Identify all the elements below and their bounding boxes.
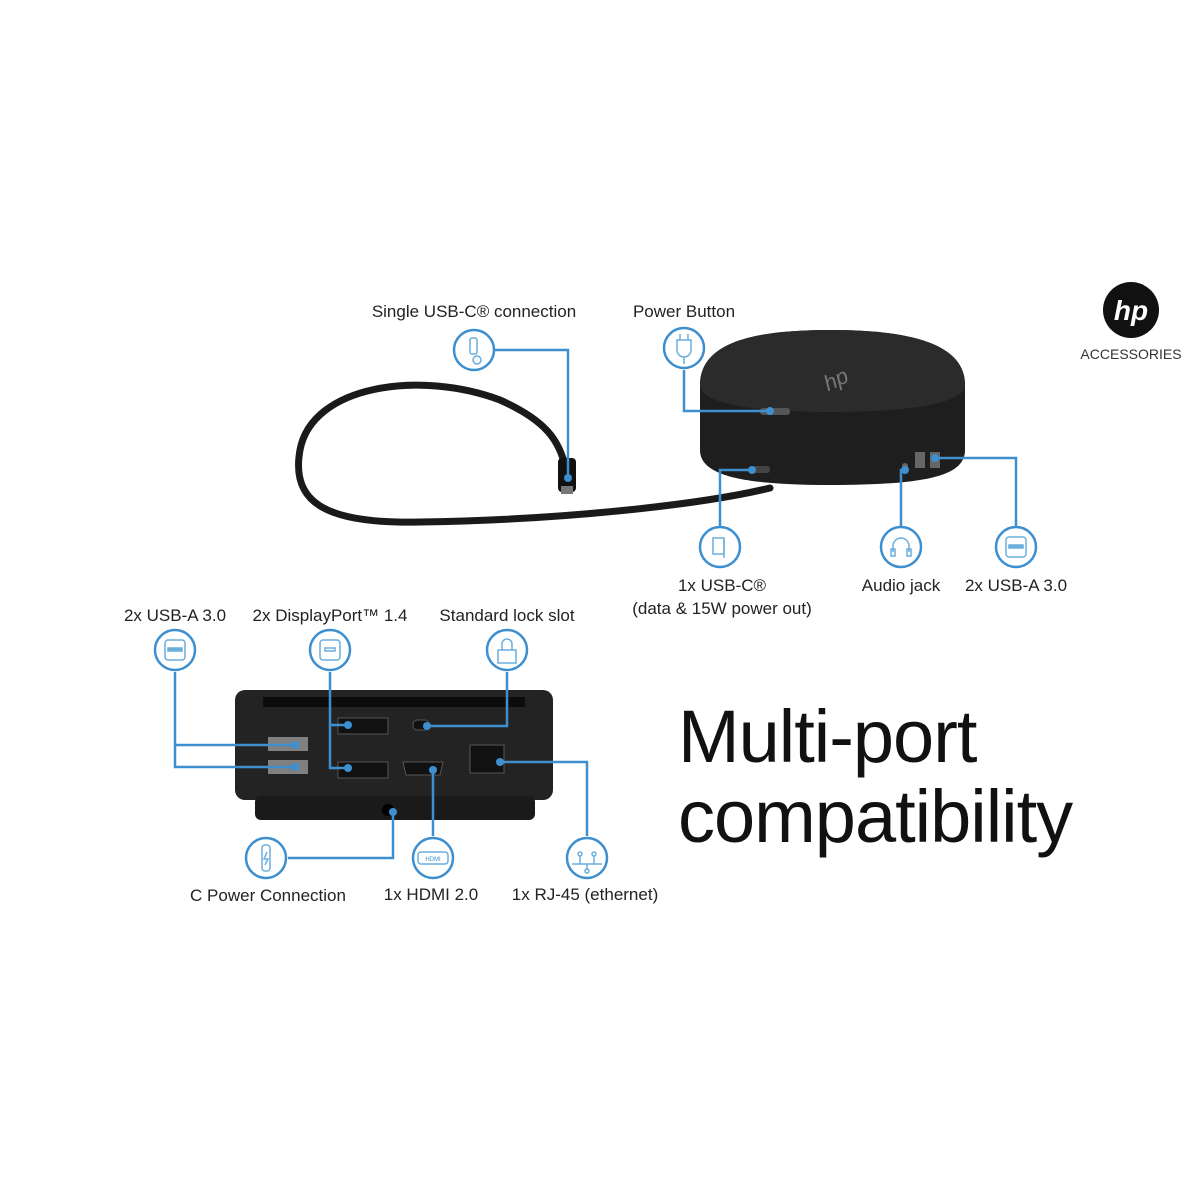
power-plug-icon <box>662 326 706 370</box>
power-connection-label: C Power Connection <box>190 886 346 905</box>
power-button-label: Power Button <box>632 302 736 321</box>
usb-c-cable <box>295 381 774 526</box>
dock-rear-view <box>235 690 553 820</box>
usb-c-cable-icon <box>452 328 496 372</box>
usb-a-rear-label: 2x USB-A 3.0 <box>123 606 227 625</box>
usb-c-power-icon <box>698 525 742 569</box>
hp-logo-text: hp <box>1114 295 1148 326</box>
accessories-label: ACCESSORIES <box>1080 346 1182 362</box>
hdmi-label: 1x HDMI 2.0 <box>383 885 479 904</box>
audio-jack-label: Audio jack <box>861 576 941 595</box>
lock-slot-label: Standard lock slot <box>439 606 575 625</box>
hdmi-icon <box>411 836 455 880</box>
dock-top-view: hp <box>700 330 965 485</box>
headset-icon <box>879 525 923 569</box>
usb-c-port-sublabel: (data & 15W power out) <box>632 599 812 618</box>
hp-logo: hp <box>1103 282 1159 338</box>
hdmi-icon-text: HDMI <box>425 857 441 863</box>
usb-c-power-icon <box>244 836 288 880</box>
usb-c-cable-label: Single USB-C® connection <box>371 302 577 321</box>
network-icon <box>565 836 609 880</box>
displayport-label: 2x DisplayPort™ 1.4 <box>252 606 408 625</box>
rj45-label: 1x RJ-45 (ethernet) <box>511 885 659 904</box>
usb-c-port-label: 1x USB-C® <box>677 576 767 595</box>
usb-a-front-label: 2x USB-A 3.0 <box>964 576 1068 595</box>
headline-line1: Multi-port <box>678 695 977 778</box>
headline-line2: compatibility <box>678 775 1073 858</box>
displayport-icon <box>308 628 352 672</box>
